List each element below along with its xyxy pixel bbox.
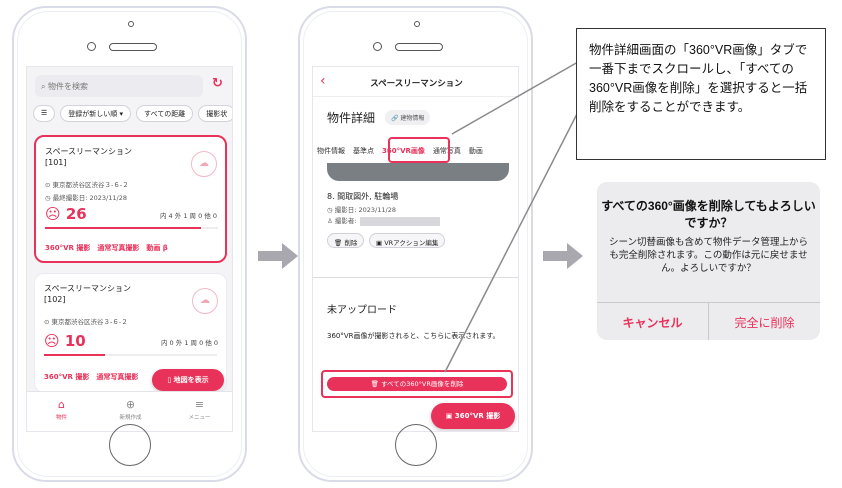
smile-icon: ☹ <box>44 332 65 350</box>
location-pin-icon: ⊙ <box>44 318 52 326</box>
highlight-box-vr-tab <box>388 137 450 163</box>
tab-properties[interactable]: ⌂物件 <box>27 392 96 431</box>
photo-title: 8. 間取図外, 駐輪場 <box>327 192 399 201</box>
earpiece <box>395 43 443 51</box>
cancel-button[interactable]: キャンセル <box>622 316 683 330</box>
smile-icon: ☹ <box>45 205 66 223</box>
cloud-upload-icon[interactable]: ☁ <box>191 151 217 177</box>
address: ⊙ 東京都渋谷区渋谷３-６-２ <box>44 318 128 326</box>
home-button <box>109 424 151 466</box>
filter-chips: ☰ 登録が新しい順 ▾ すべての距離 撮影状 <box>33 105 232 122</box>
vr-shoot-link[interactable]: 360°VR 撮影 <box>44 373 90 381</box>
vr-icon: ▣ <box>376 239 385 247</box>
section-divider <box>313 277 518 278</box>
photo-score: ☹ 26 <box>45 205 87 223</box>
tab-videos[interactable]: 動画 <box>468 147 483 155</box>
progress-bar <box>45 227 218 229</box>
instruction-callout: 物件詳細画面の「360°VR画像」タブで一番下までスクロールし、「すべての360… <box>576 28 826 160</box>
dialog-message: シーン切替画像も含めて物件データ管理上からも完全削除されます。この動作は元に戻せ… <box>608 237 809 274</box>
progress-fill <box>45 227 201 229</box>
photographer: ♙ 撮影者: <box>327 215 440 226</box>
filter-chip-sort[interactable]: 登録が新しい順 ▾ <box>60 105 132 122</box>
earpiece <box>109 43 157 51</box>
dialog-title: すべての360°画像を削除してもよろしいですか？ <box>601 199 816 230</box>
reload-icon[interactable]: ↻ <box>212 76 223 91</box>
property-detail-screen: ‹ スペースリーマンション 物件詳細 🔗 建物情報 物件情報 基準点 360°V… <box>312 66 519 432</box>
dialog-divider <box>708 302 709 340</box>
tab-vr-images[interactable]: 360°VR画像 <box>382 147 425 155</box>
cloud-upload-icon[interactable]: ☁ <box>192 288 218 314</box>
front-camera <box>87 42 96 51</box>
sort-menu-icon[interactable]: ☰ <box>33 105 56 122</box>
delete-button[interactable]: 🗑 削除 <box>327 233 365 248</box>
last-shot-date: ◷ 最終撮影日: 2023/11/28 <box>45 194 127 202</box>
highlight-box-delete-all <box>321 370 513 398</box>
phone-frame-property-list: ⌕ 物件を検索 ↻ ☰ 登録が新しい順 ▾ すべての距離 撮影状 スペースリーマ… <box>12 6 247 482</box>
clock-icon: ◷ <box>327 206 335 214</box>
delete-all-vr-button[interactable]: 🗑 すべての360°VR画像を削除 <box>327 377 507 391</box>
tab-reference-point[interactable]: 基準点 <box>353 147 374 155</box>
map-icon: ▯ <box>167 376 174 384</box>
property-list-screen: ⌕ 物件を検索 ↻ ☰ 登録が新しい順 ▾ すべての距離 撮影状 スペースリーマ… <box>26 66 233 432</box>
video-shoot-link[interactable]: 動画 β <box>146 244 168 252</box>
plus-circle-icon: ⊕ <box>125 398 136 411</box>
property-name: スペースリーマンション[102] <box>44 284 132 304</box>
progress-fill <box>44 354 105 356</box>
menu-icon: ≡ <box>194 398 205 411</box>
phone-frame-property-detail: ‹ スペースリーマンション 物件詳細 🔗 建物情報 物件情報 基準点 360°V… <box>298 6 533 482</box>
filter-chip-status[interactable]: 撮影状 <box>198 105 232 122</box>
show-map-button[interactable]: ▯ 地図を表示 <box>152 369 224 391</box>
vr-image-thumbnail[interactable] <box>327 163 509 181</box>
building-info-button[interactable]: 🔗 建物情報 <box>385 110 431 125</box>
search-icon: ⌕ <box>41 82 49 91</box>
vr-shoot-link[interactable]: 360°VR 撮影 <box>45 244 91 252</box>
arrow-right-icon <box>258 243 298 269</box>
tab-property-info[interactable]: 物件情報 <box>317 147 345 155</box>
search-input[interactable]: ⌕ 物件を検索 <box>35 75 203 97</box>
back-chevron-icon[interactable]: ‹ <box>320 73 326 89</box>
photo-score: ☹ 10 <box>44 332 86 350</box>
location-pin-icon: ⊙ <box>45 181 53 189</box>
tab-create[interactable]: ⊕新規作成 <box>96 392 165 431</box>
home-button <box>395 424 437 466</box>
section-text: 360°VR画像が撮影されると、こちらに表示されます。 <box>327 332 500 340</box>
photo-shoot-link[interactable]: 通常写真撮影 <box>96 373 139 381</box>
shoot-links: 360°VR 撮影 通常写真撮影 動画 β <box>45 243 168 253</box>
vr-shoot-button[interactable]: ▣ 360°VR 撮影 <box>431 403 515 429</box>
property-card[interactable]: スペースリーマンション[101] ☁ ⊙ 東京都渋谷区渋谷３-６-２ ◷ 最終撮… <box>34 135 227 263</box>
redacted-name <box>359 216 440 226</box>
nav-bar: ‹ スペースリーマンション <box>313 67 518 97</box>
property-name: スペースリーマンション[101] <box>45 147 133 167</box>
confirm-delete-dialog: すべての360°画像を削除してもよろしいですか？ シーン切替画像も含めて物件デー… <box>597 182 820 340</box>
section-title: 未アップロード <box>327 305 397 316</box>
arrow-right-icon <box>543 243 583 269</box>
property-card[interactable]: スペースリーマンション[102] ☁ ⊙ 東京都渋谷区渋谷３-６-２ ☹ 10 … <box>34 273 227 393</box>
building-icon: ⌂ <box>58 398 65 411</box>
filter-chip-distance[interactable]: すべての距離 <box>136 105 194 122</box>
clock-icon: ◷ <box>45 194 53 202</box>
photo-counts: 内 4 外 1 周 0 他 0 <box>159 212 217 220</box>
page-title: 物件詳細 <box>327 111 376 125</box>
photo-counts: 内 0 外 1 周 0 他 0 <box>160 339 218 347</box>
search-placeholder: 物件を検索 <box>48 82 89 91</box>
sensor-dot <box>414 21 420 27</box>
sensor-dot <box>128 21 134 27</box>
nav-title: スペースリーマンション <box>370 79 463 89</box>
photo-shoot-link[interactable]: 通常写真撮影 <box>97 244 140 252</box>
address: ⊙ 東京都渋谷区渋谷３-６-２ <box>45 181 129 189</box>
tab-menu[interactable]: ≡メニュー <box>165 392 232 431</box>
photo-date: ◷ 撮影日: 2023/11/28 <box>327 206 396 214</box>
front-camera <box>373 42 382 51</box>
confirm-delete-button[interactable]: 完全に削除 <box>734 316 795 330</box>
vr-action-edit-button[interactable]: ▣ VRアクション編集 <box>369 233 446 248</box>
user-icon: ♙ <box>327 217 335 225</box>
shoot-links: 360°VR 撮影 通常写真撮影 <box>44 372 138 382</box>
progress-bar <box>44 354 217 356</box>
